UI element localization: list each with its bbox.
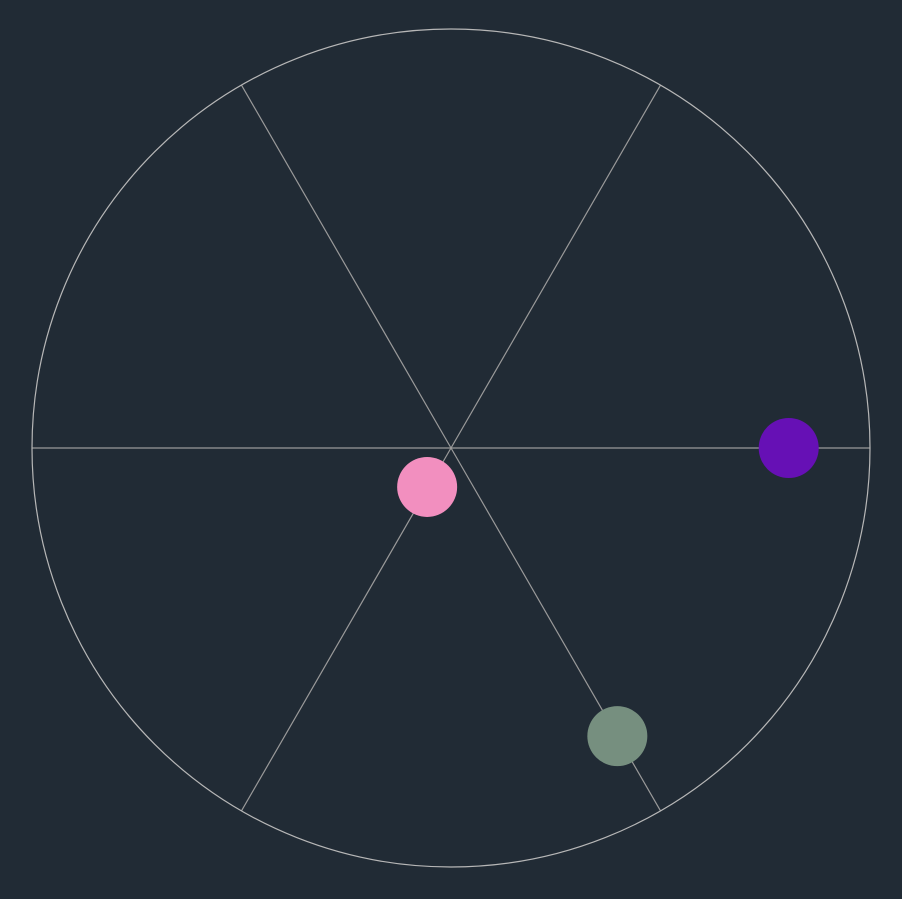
board-spoke	[450, 84, 662, 449]
ball-sage[interactable]	[587, 706, 648, 767]
board-balls	[397, 418, 819, 767]
board-spoke	[240, 84, 452, 449]
board-ring	[31, 28, 871, 868]
ball-pink[interactable]	[397, 456, 458, 517]
ball-purple[interactable]	[758, 418, 819, 478]
